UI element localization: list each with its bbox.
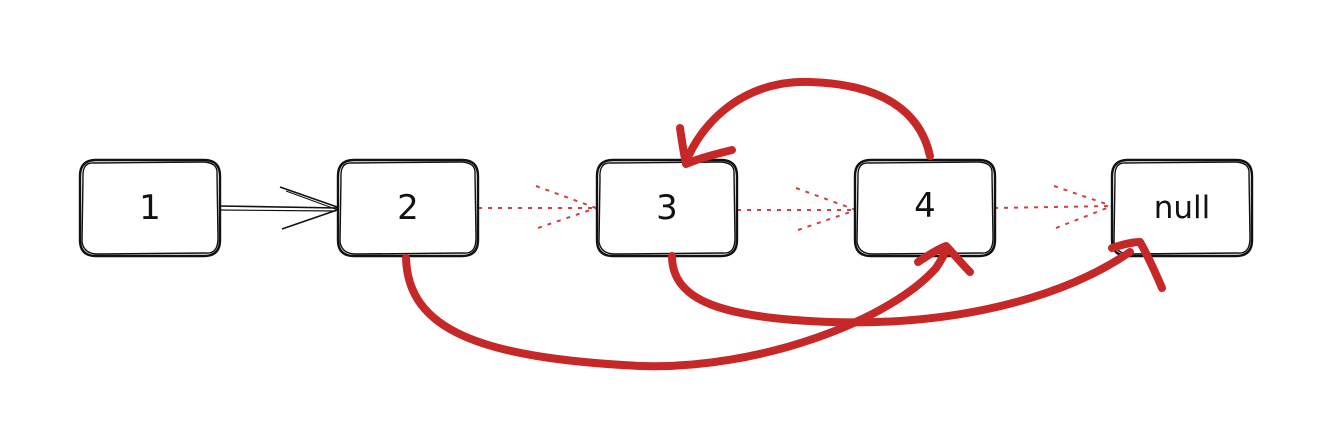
node-4: 4	[853, 158, 997, 258]
node-null: null	[1110, 158, 1254, 258]
edge-n1-to-n2	[218, 186, 341, 230]
new-link-n4-to-n3	[676, 77, 934, 168]
new-link-n2-to-n4	[402, 242, 974, 371]
node-2-label: 2	[397, 188, 419, 228]
node-3: 3	[595, 158, 739, 258]
node-1: 1	[78, 158, 222, 258]
edge-n4-to-null	[993, 185, 1113, 229]
node-4-label: 4	[914, 186, 936, 226]
node-1-label: 1	[139, 188, 161, 228]
node-3-label: 3	[656, 188, 678, 228]
node-null-label: null	[1154, 190, 1211, 226]
node-2: 2	[336, 158, 480, 258]
new-link-n3-to-null	[668, 238, 1166, 327]
edge-n3-to-n4	[737, 187, 857, 231]
edge-n2-to-n3	[478, 185, 597, 229]
